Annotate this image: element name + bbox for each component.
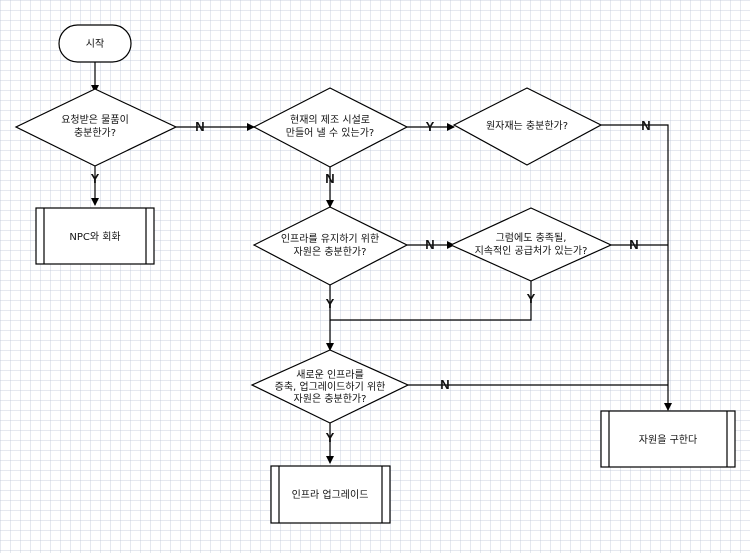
label-raw-no: N (641, 118, 650, 133)
label-quest-yes: Y (91, 171, 100, 186)
decision-supplier-line2: 지속적인 공급처가 있는가? (475, 245, 588, 257)
start-label: 시작 (86, 38, 104, 50)
decision-can-manufacture (252, 87, 409, 168)
decision-quest-line1: 요청받은 물품이 (61, 114, 129, 126)
decision-upgrade-line3: 자원은 충분한가? (294, 393, 367, 405)
decision-upgrade-resources (250, 349, 410, 424)
label-quest-no: N (195, 119, 204, 134)
process-gather-resources (600, 410, 736, 468)
label-upgrade-no: N (440, 377, 449, 392)
process-npc-talk (35, 207, 155, 265)
label-maintain-no: N (425, 237, 434, 252)
edges (91, 62, 672, 464)
label-supplier-no: N (629, 237, 638, 252)
decision-maintain-line1: 인프라를 유지하기 위한 (281, 232, 379, 245)
decision-make-line1: 현재의 제조 시설로 (290, 114, 370, 126)
edge-supplier-yes (330, 281, 532, 321)
decision-quest-line2: 충분한가? (74, 127, 116, 139)
decision-upgrade-line1: 새로운 인프라를 (296, 369, 364, 381)
process-npc-label: NPC와 회화 (69, 231, 120, 243)
decision-supplier-line1: 그럼에도 충족될, (496, 231, 567, 244)
decision-make-line2: 만들어 낼 수 있는가? (286, 127, 374, 139)
label-upgrade-yes: Y (326, 430, 335, 445)
decision-supplier (449, 207, 613, 282)
label-supplier-yes: Y (527, 291, 536, 306)
process-infra-upgrade (270, 465, 391, 524)
process-upgrade-label: 인프라 업그레이드 (292, 488, 369, 501)
label-make-yes: Y (426, 119, 435, 134)
edge-raw-no (601, 124, 672, 411)
label-maintain-yes: Y (326, 296, 335, 311)
decision-quest-items (14, 88, 178, 167)
start-terminator (58, 24, 132, 63)
decision-upgrade-line2: 증축, 업그레이드하기 위한 (275, 380, 386, 393)
decision-raw-label: 원자재는 충분한가? (486, 120, 568, 132)
decision-maintain-infra (252, 206, 409, 286)
process-gather-label: 자원을 구한다 (639, 434, 697, 446)
decision-raw-material (452, 87, 603, 166)
label-make-no: N (325, 171, 334, 186)
decision-maintain-line2: 자원은 충분한가? (294, 246, 367, 258)
